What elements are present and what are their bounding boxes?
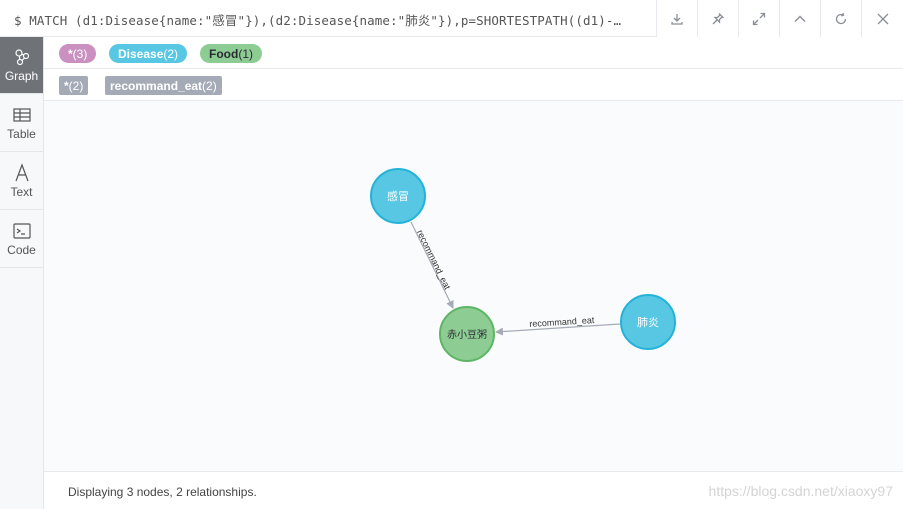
- legend-rel-all[interactable]: *(2): [59, 76, 89, 95]
- download-button[interactable]: [656, 0, 697, 37]
- expand-icon: [752, 12, 766, 25]
- collapse-button[interactable]: [779, 0, 820, 37]
- graph-canvas[interactable]: recommand_eat recommand_eat 感冒 赤小豆粥 肺炎: [44, 101, 903, 471]
- legend-count: (2): [68, 78, 84, 93]
- legend-name: *: [68, 46, 73, 61]
- legend-count: (1): [238, 46, 253, 61]
- graph-node-food[interactable]: 赤小豆粥: [439, 306, 495, 362]
- sidebar-item-text[interactable]: Text: [0, 153, 43, 210]
- sidebar-item-code[interactable]: Code: [0, 211, 43, 268]
- graph-icon: [14, 49, 29, 66]
- close-icon: [877, 13, 888, 24]
- status-text: Displaying 3 nodes, 2 relationships.: [68, 485, 257, 499]
- legend-name: *: [64, 78, 69, 93]
- legend-name: Food: [209, 46, 239, 61]
- relationship-edge[interactable]: recommand_eat: [495, 315, 621, 336]
- view-sidebar: Graph Table Text Code: [0, 37, 44, 509]
- graph-node-disease[interactable]: 感冒: [370, 168, 426, 224]
- pin-button[interactable]: [697, 0, 738, 37]
- legend-rel-recommand-eat[interactable]: recommand_eat(2): [105, 76, 222, 95]
- legend-node-food[interactable]: Food(1): [200, 44, 262, 63]
- relationship-type-legend: *(2) recommand_eat(2): [44, 69, 903, 101]
- relationship-label: recommand_eat: [415, 228, 453, 291]
- graph-svg[interactable]: recommand_eat recommand_eat 感冒 赤小豆粥 肺炎: [44, 101, 903, 471]
- chevron-up-icon: [794, 15, 806, 22]
- node-caption: 感冒: [387, 190, 409, 203]
- code-icon: [12, 223, 31, 239]
- graph-node-disease[interactable]: 肺炎: [620, 294, 676, 350]
- legend-count: (2): [163, 46, 179, 61]
- close-button[interactable]: [861, 0, 903, 37]
- download-icon: [671, 13, 683, 25]
- sidebar-item-label: Text: [10, 185, 33, 199]
- sidebar-item-graph[interactable]: Graph: [0, 37, 43, 94]
- legend-count: (2): [202, 78, 217, 93]
- sidebar-item-label: Code: [7, 243, 36, 257]
- node-caption: 赤小豆粥: [447, 329, 487, 341]
- rerun-button[interactable]: [820, 0, 861, 37]
- sidebar-item-label: Graph: [4, 69, 39, 83]
- relationship-label: recommand_eat: [529, 315, 595, 329]
- sidebar-item-label: Table: [7, 127, 36, 141]
- legend-count: (3): [72, 46, 88, 61]
- table-icon: [12, 108, 31, 122]
- relationship-edge[interactable]: recommand_eat: [410, 221, 454, 309]
- pin-icon: [712, 12, 724, 24]
- watermark: https://blog.csdn.net/xiaoxy97: [708, 483, 893, 499]
- status-footer: Displaying 3 nodes, 2 relationships. htt…: [44, 471, 903, 509]
- node-label-legend: *(3) Disease(2) Food(1): [44, 37, 903, 69]
- legend-name: recommand_eat: [110, 78, 203, 93]
- query-text[interactable]: $ MATCH (d1:Disease{name:"感冒"}),(d2:Dise…: [14, 13, 622, 28]
- node-caption: 肺炎: [637, 316, 659, 329]
- text-icon: [14, 163, 29, 182]
- query-bar: $ MATCH (d1:Disease{name:"感冒"}),(d2:Dise…: [0, 0, 903, 37]
- refresh-icon: [835, 12, 847, 24]
- legend-name: Disease: [118, 46, 164, 61]
- sidebar-item-table[interactable]: Table: [0, 95, 43, 152]
- fullscreen-button[interactable]: [738, 0, 779, 37]
- legend-node-disease[interactable]: Disease(2): [109, 44, 188, 63]
- legend-node-all[interactable]: *(3): [59, 44, 97, 63]
